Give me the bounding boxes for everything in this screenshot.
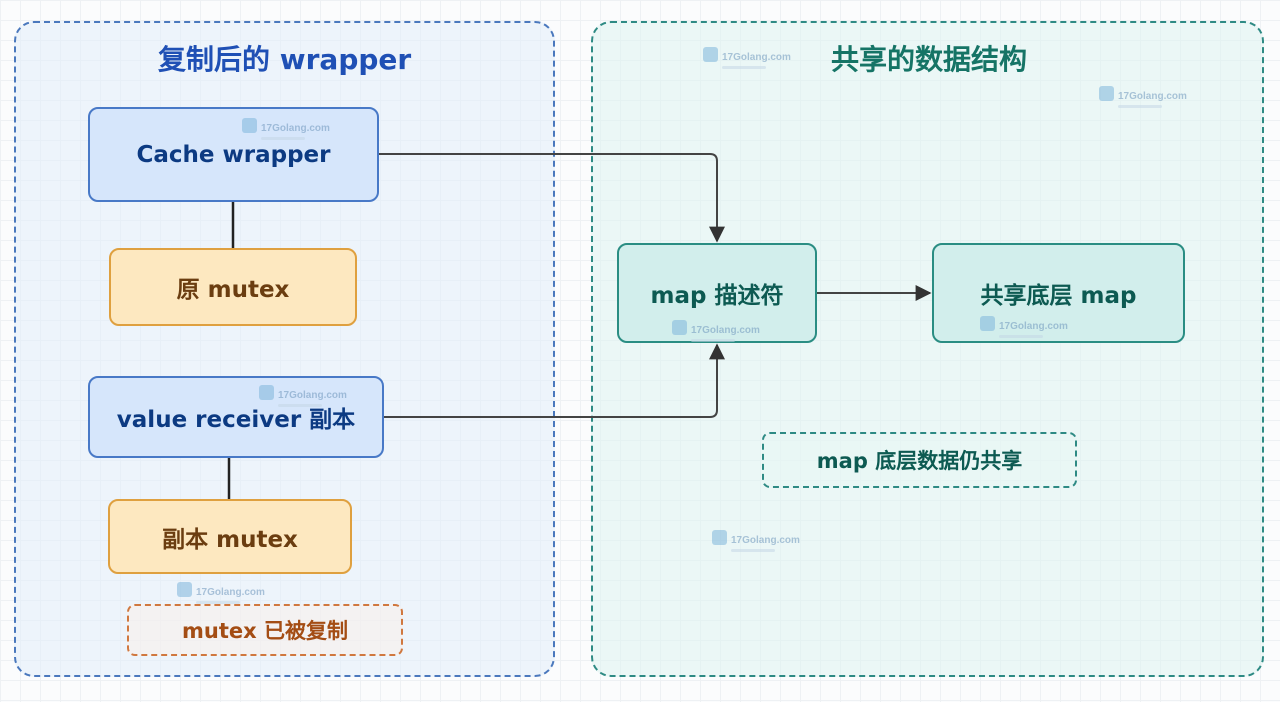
map-shared-note: map 底层数据仍共享 <box>762 432 1077 488</box>
cache-wrapper-node[interactable]: Cache wrapper <box>88 107 379 202</box>
shared-map-node[interactable]: 共享底层 map <box>932 243 1185 343</box>
copy-mutex-node[interactable]: 副本 mutex <box>108 499 352 574</box>
shared-data-title: 共享的数据结构 <box>831 43 1028 76</box>
copied-wrapper-title: 复制后的 wrapper <box>158 43 412 76</box>
shared-data-group <box>591 21 1264 677</box>
edge-value-to-map-descriptor <box>384 343 725 418</box>
map-descriptor-node[interactable]: map 描述符 <box>617 243 817 343</box>
edge-cache-to-map-descriptor <box>379 153 725 243</box>
value-receiver-copy-node[interactable]: value receiver 副本 <box>88 376 384 458</box>
mutex-copied-note: mutex 已被复制 <box>127 604 403 656</box>
original-mutex-node[interactable]: 原 mutex <box>109 248 357 326</box>
